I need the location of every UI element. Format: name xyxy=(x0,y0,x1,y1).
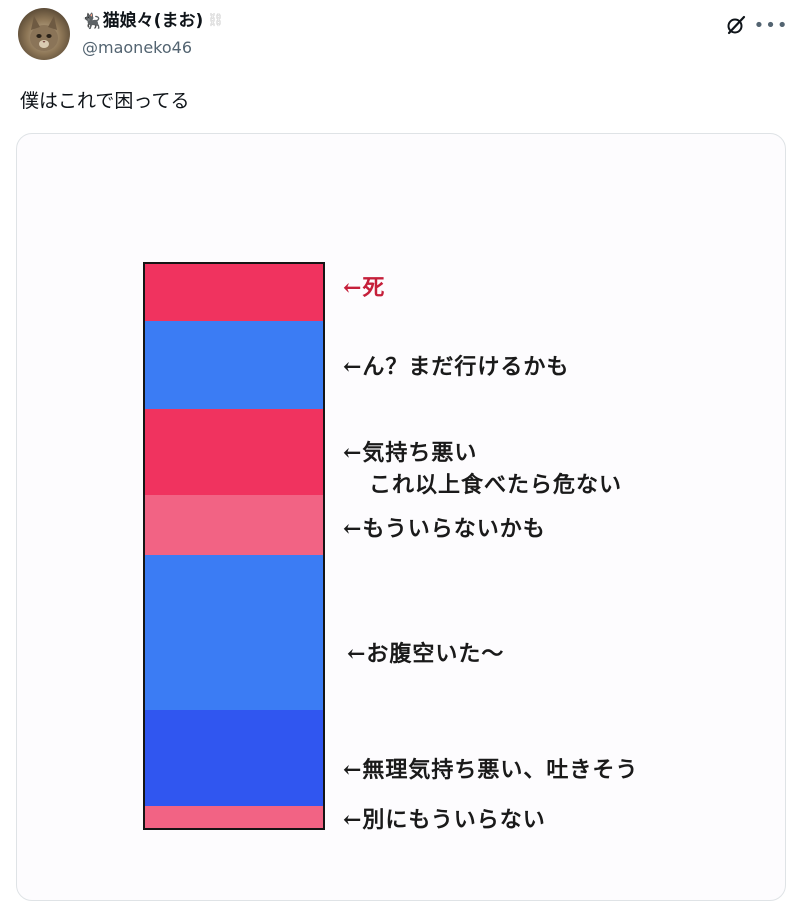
label-dont-need: ←別にもういらない xyxy=(343,807,546,833)
grok-icon xyxy=(727,15,746,35)
segment-dont-need xyxy=(145,806,323,828)
segment-death xyxy=(145,264,323,321)
label-feel-sick-2: これ以上食べたら危ない xyxy=(369,472,623,498)
fullness-bar xyxy=(143,262,325,830)
user-handle[interactable]: @maoneko46 xyxy=(82,38,193,57)
grok-button[interactable] xyxy=(723,12,749,38)
display-name-text: 猫娘々(まお) xyxy=(102,11,204,31)
cat-photo-icon xyxy=(30,16,58,51)
label-death: ←死 xyxy=(343,275,386,301)
label-maybe-enough: ←もういらないかも xyxy=(343,516,546,542)
label-hungry: ←お腹空いた～ xyxy=(347,641,505,667)
avatar[interactable] xyxy=(18,8,70,60)
chain-icon: ⛓ xyxy=(207,13,224,28)
label-still-ok: ←ん？まだ行けるかも xyxy=(343,354,570,380)
more-options-button[interactable]: ••• xyxy=(753,14,789,36)
post-text: 僕はこれで困ってる xyxy=(20,90,190,112)
segment-vomit xyxy=(145,710,323,806)
segment-maybe-enough xyxy=(145,495,323,555)
segment-hungry xyxy=(145,555,323,710)
label-feel-sick-1: ←気持ち悪い xyxy=(343,440,478,466)
post-image[interactable]: ←死 ←ん？まだ行けるかも ←気持ち悪い これ以上食べたら危ない ←もういらない… xyxy=(16,133,786,901)
label-vomit: ←無理気持ち悪い、吐きそう xyxy=(343,757,639,783)
segment-still-ok xyxy=(145,321,323,409)
segment-feel-sick xyxy=(145,409,323,495)
display-name[interactable]: 🐈‍⬛ 猫娘々(まお) ⛓ xyxy=(82,10,224,32)
black-cat-icon: 🐈‍⬛ xyxy=(82,12,101,30)
